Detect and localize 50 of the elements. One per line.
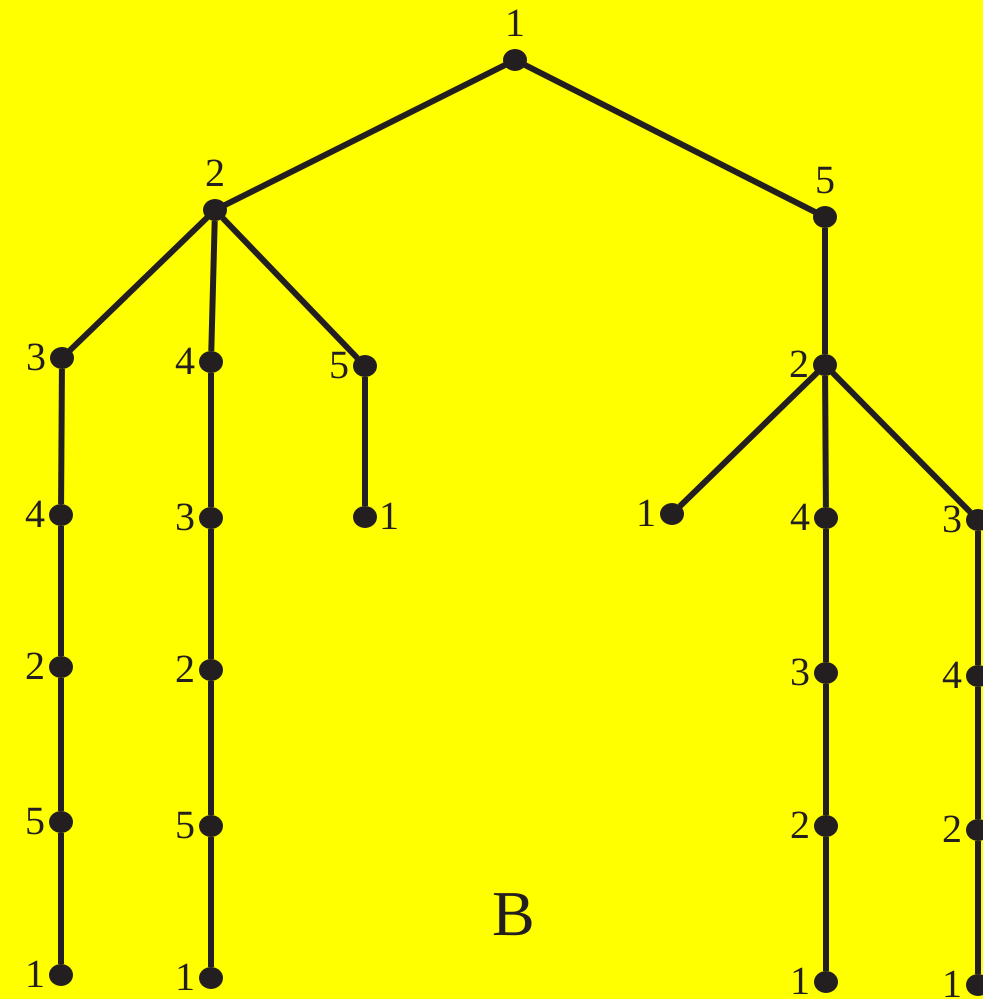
tree-edge xyxy=(823,529,829,662)
tree-edge xyxy=(208,529,214,659)
vertex-number: 3 xyxy=(26,337,46,377)
tree-edge xyxy=(362,377,368,506)
vertex-number: 3 xyxy=(942,499,962,539)
tree-edge xyxy=(220,216,360,360)
tree-edge xyxy=(823,837,829,971)
vertex-number: 2 xyxy=(25,646,45,686)
tree-edge xyxy=(208,373,214,507)
vertex-number: 5 xyxy=(175,805,195,845)
tree-edge xyxy=(822,376,829,508)
tree-edge xyxy=(678,370,820,508)
vertex-number: 1 xyxy=(790,961,810,999)
tree-edge xyxy=(208,220,218,352)
vertex-number: 2 xyxy=(942,809,962,849)
tree-edge xyxy=(830,370,972,514)
tree-edge xyxy=(822,228,828,354)
vertex-number: 2 xyxy=(790,805,810,845)
vertex-number: 1 xyxy=(175,957,195,997)
tree-edge xyxy=(975,687,981,819)
vertex-number: 5 xyxy=(814,160,836,200)
vertex-number: 3 xyxy=(175,497,195,537)
vertex-number: 1 xyxy=(942,964,962,999)
tree-edge xyxy=(975,531,981,665)
vertex-number: 2 xyxy=(204,153,226,193)
panel-letter: B xyxy=(492,882,535,946)
tree-edge xyxy=(58,833,64,964)
vertex-number: 2 xyxy=(175,649,195,689)
tree-edge xyxy=(975,841,981,974)
vertex-number: 1 xyxy=(25,954,45,994)
tree-edge xyxy=(208,837,214,967)
tree-edge xyxy=(58,526,64,656)
vertex-number: 5 xyxy=(25,801,45,841)
tree-edge xyxy=(68,216,210,352)
vertex-number: 5 xyxy=(329,345,349,385)
vertex-number: 4 xyxy=(175,341,195,381)
vertex-number: 1 xyxy=(636,493,656,533)
vertex-number: 4 xyxy=(25,494,45,534)
vertex-number: 4 xyxy=(790,497,810,537)
tree-edge xyxy=(523,62,817,215)
tree-edge xyxy=(823,684,829,815)
tree-edge xyxy=(58,678,64,811)
vertex-number: 3 xyxy=(790,652,810,692)
vertex-number: 1 xyxy=(379,496,399,536)
vertex-number: 1 xyxy=(504,3,526,43)
vertex-number: 4 xyxy=(942,655,962,695)
tree-edge xyxy=(58,368,65,504)
tree-edge xyxy=(208,681,214,815)
tree-edge xyxy=(224,62,506,208)
vertex-number: 2 xyxy=(789,344,809,384)
